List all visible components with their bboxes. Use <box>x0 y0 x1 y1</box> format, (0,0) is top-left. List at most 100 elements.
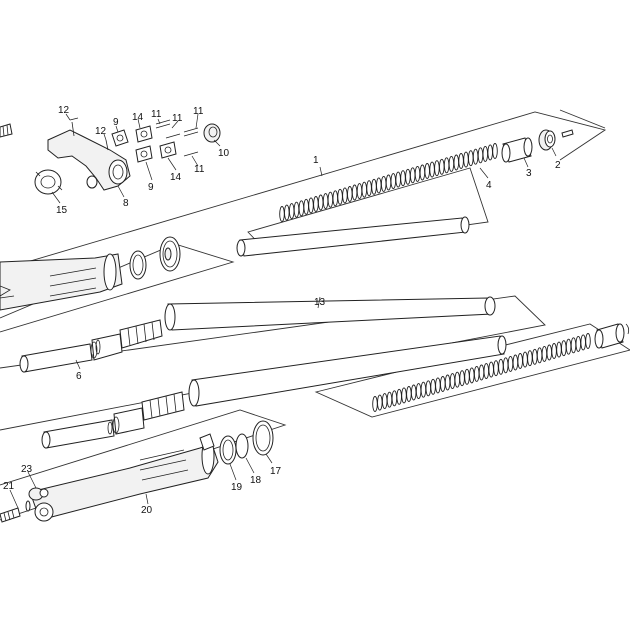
spring-coil <box>406 386 412 402</box>
spring-coil <box>376 177 382 194</box>
callout-21: 21 <box>3 481 15 492</box>
fork-spring-lower <box>372 333 591 412</box>
spring-coil <box>424 163 430 179</box>
spring-coil <box>517 353 523 369</box>
spring-coil <box>468 150 474 167</box>
callout-12-b: 12 <box>95 126 107 137</box>
spring-coil <box>512 354 519 371</box>
spring-coil <box>546 344 553 361</box>
spring-coil <box>541 345 548 362</box>
spring-coil <box>303 198 309 215</box>
callout-8: 8 <box>123 198 129 209</box>
spring-coil <box>430 378 436 395</box>
spring-coil <box>377 394 383 411</box>
spring-coil <box>390 173 397 190</box>
callout-11-b: 11 <box>172 113 183 124</box>
callout-labels: 1 2 3 4 6 8 9 9 10 11 11 11 11 12 12 13 … <box>3 105 561 516</box>
callout-9-bottom: 9 <box>148 182 154 193</box>
spring-coil <box>372 396 378 412</box>
spring-coil <box>575 335 582 352</box>
spring-coil <box>380 175 387 192</box>
spring-coil <box>556 341 562 358</box>
clamp-ring <box>34 169 63 195</box>
callout-20: 20 <box>141 505 153 516</box>
spring-coil <box>580 334 586 351</box>
callout-3: 3 <box>526 168 532 179</box>
seal-rings-lower <box>219 420 274 465</box>
callout-19: 19 <box>231 482 243 493</box>
spring-coil <box>279 206 285 222</box>
spring-coil <box>498 358 504 375</box>
fork-spring-upper <box>279 143 498 222</box>
spring-coil <box>385 174 392 191</box>
callout-6: 6 <box>76 371 82 382</box>
spring-coil <box>425 380 432 397</box>
spring-coil <box>565 338 572 355</box>
spring-coil <box>371 178 377 195</box>
spring-coil <box>473 365 480 382</box>
spacer-sleeve-upper <box>501 137 533 163</box>
spring-coil <box>570 337 577 354</box>
spring-coil <box>313 196 319 212</box>
spring-coil <box>284 204 290 221</box>
fork-slider-upper <box>0 253 123 311</box>
callout-10: 10 <box>218 148 230 159</box>
spring-coil <box>351 184 358 201</box>
spring-coil <box>409 167 416 184</box>
spring-coil <box>386 391 393 408</box>
fork-slider-lower <box>28 433 219 522</box>
spring-coil <box>356 183 363 200</box>
spring-coil <box>332 190 339 207</box>
callout-15: 15 <box>56 205 68 216</box>
callout-9-top: 9 <box>113 117 119 128</box>
spring-coil <box>449 373 456 390</box>
spring-coil <box>322 193 329 210</box>
spring-coil <box>435 377 441 394</box>
callout-12-a: 12 <box>58 105 70 116</box>
fork-tube-upper <box>236 216 470 257</box>
fork-top-cap <box>538 129 574 151</box>
spring-coil <box>288 203 295 220</box>
spring-coil <box>472 148 479 165</box>
spring-coil <box>459 370 465 387</box>
spring-coil <box>366 180 372 197</box>
spring-coil <box>453 154 460 171</box>
callout-2: 2 <box>555 160 561 171</box>
fork-tube-middle <box>164 296 496 331</box>
clamp-blocks <box>111 125 177 163</box>
cap-nut <box>203 123 221 143</box>
spring-coil <box>483 363 490 380</box>
spring-coil <box>502 357 509 374</box>
spring-coil <box>454 371 461 388</box>
spring-coil <box>478 364 485 381</box>
axle-bolt <box>0 500 31 523</box>
spring-coil <box>405 168 411 185</box>
spring-coil <box>463 151 469 168</box>
callout-11-c: 11 <box>193 106 204 117</box>
spring-coil <box>391 390 398 407</box>
callout-11-d: 11 <box>194 164 205 175</box>
spring-coil <box>477 147 484 164</box>
spring-coil <box>308 197 314 214</box>
spring-coil <box>482 145 489 162</box>
spring-coil <box>410 384 417 401</box>
callout-4: 4 <box>486 180 492 191</box>
clamp-screws <box>69 117 199 157</box>
spring-coil <box>458 153 464 169</box>
edge-bolt <box>0 123 13 138</box>
assembly-frame-right <box>559 109 606 129</box>
spring-coil <box>440 376 446 392</box>
assembly-frame-upper <box>0 111 607 271</box>
spring-coil <box>448 155 455 172</box>
pinch-bolt <box>39 488 49 498</box>
spring-coil <box>464 368 470 385</box>
callout-17: 17 <box>270 466 282 477</box>
spring-coil <box>429 161 435 178</box>
spring-coil <box>492 143 498 159</box>
spring-coil <box>561 340 567 357</box>
spring-coil <box>469 367 475 384</box>
callout-14-a: 14 <box>132 112 144 123</box>
callout-11-a: 11 <box>151 109 162 120</box>
spring-coil <box>337 188 343 205</box>
